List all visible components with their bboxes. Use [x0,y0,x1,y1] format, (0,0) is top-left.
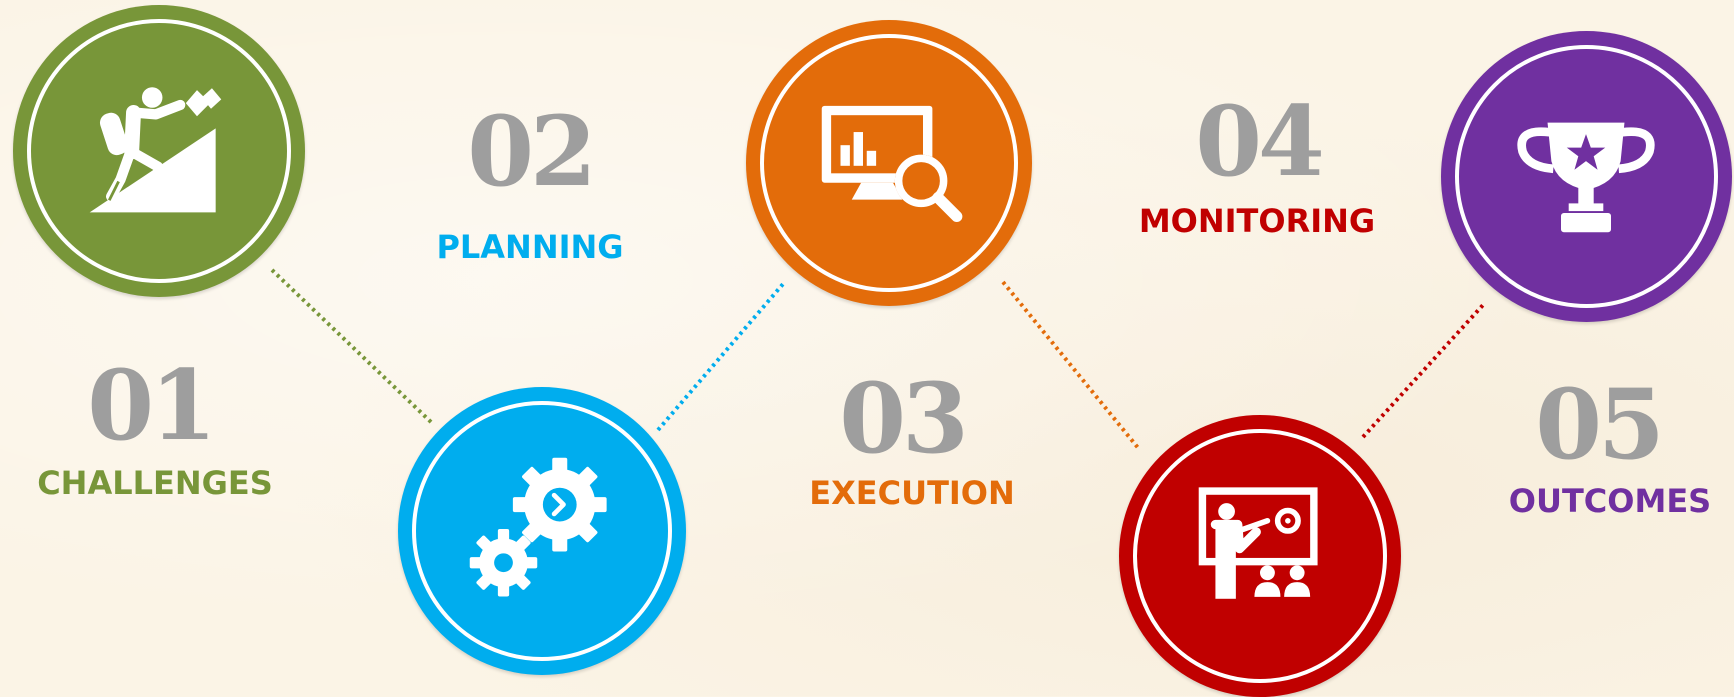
climbing-person-icon [89,87,222,213]
step-01-label: CHALLENGES [37,464,273,502]
presentation-icon [1198,487,1318,599]
step-05-circle [1441,31,1732,322]
step-01-number: 01 [87,349,217,462]
connector-01-02 [270,268,434,425]
step-03-circle [746,20,1032,306]
step-02-number: 02 [467,95,597,208]
step-04-label: MONITORING [1138,202,1376,240]
connector-04-05 [1361,303,1485,439]
trophy-icon [1517,122,1655,233]
step-04-number: 04 [1195,85,1325,198]
connector-02-03 [656,282,785,432]
step-02-circle [398,387,686,675]
step-03-number: 03 [839,362,969,475]
connector-03-04 [1001,280,1141,451]
step-03-label: EXECUTION [809,474,1015,512]
step-05-label: OUTCOMES [1508,482,1712,520]
gears-icon [469,457,607,597]
step-01-circle [13,5,305,297]
monitor-analytics-icon [821,105,963,223]
step-02-label: PLANNING [436,228,624,266]
step-05-number: 05 [1535,368,1665,481]
step-04-circle [1119,415,1401,697]
